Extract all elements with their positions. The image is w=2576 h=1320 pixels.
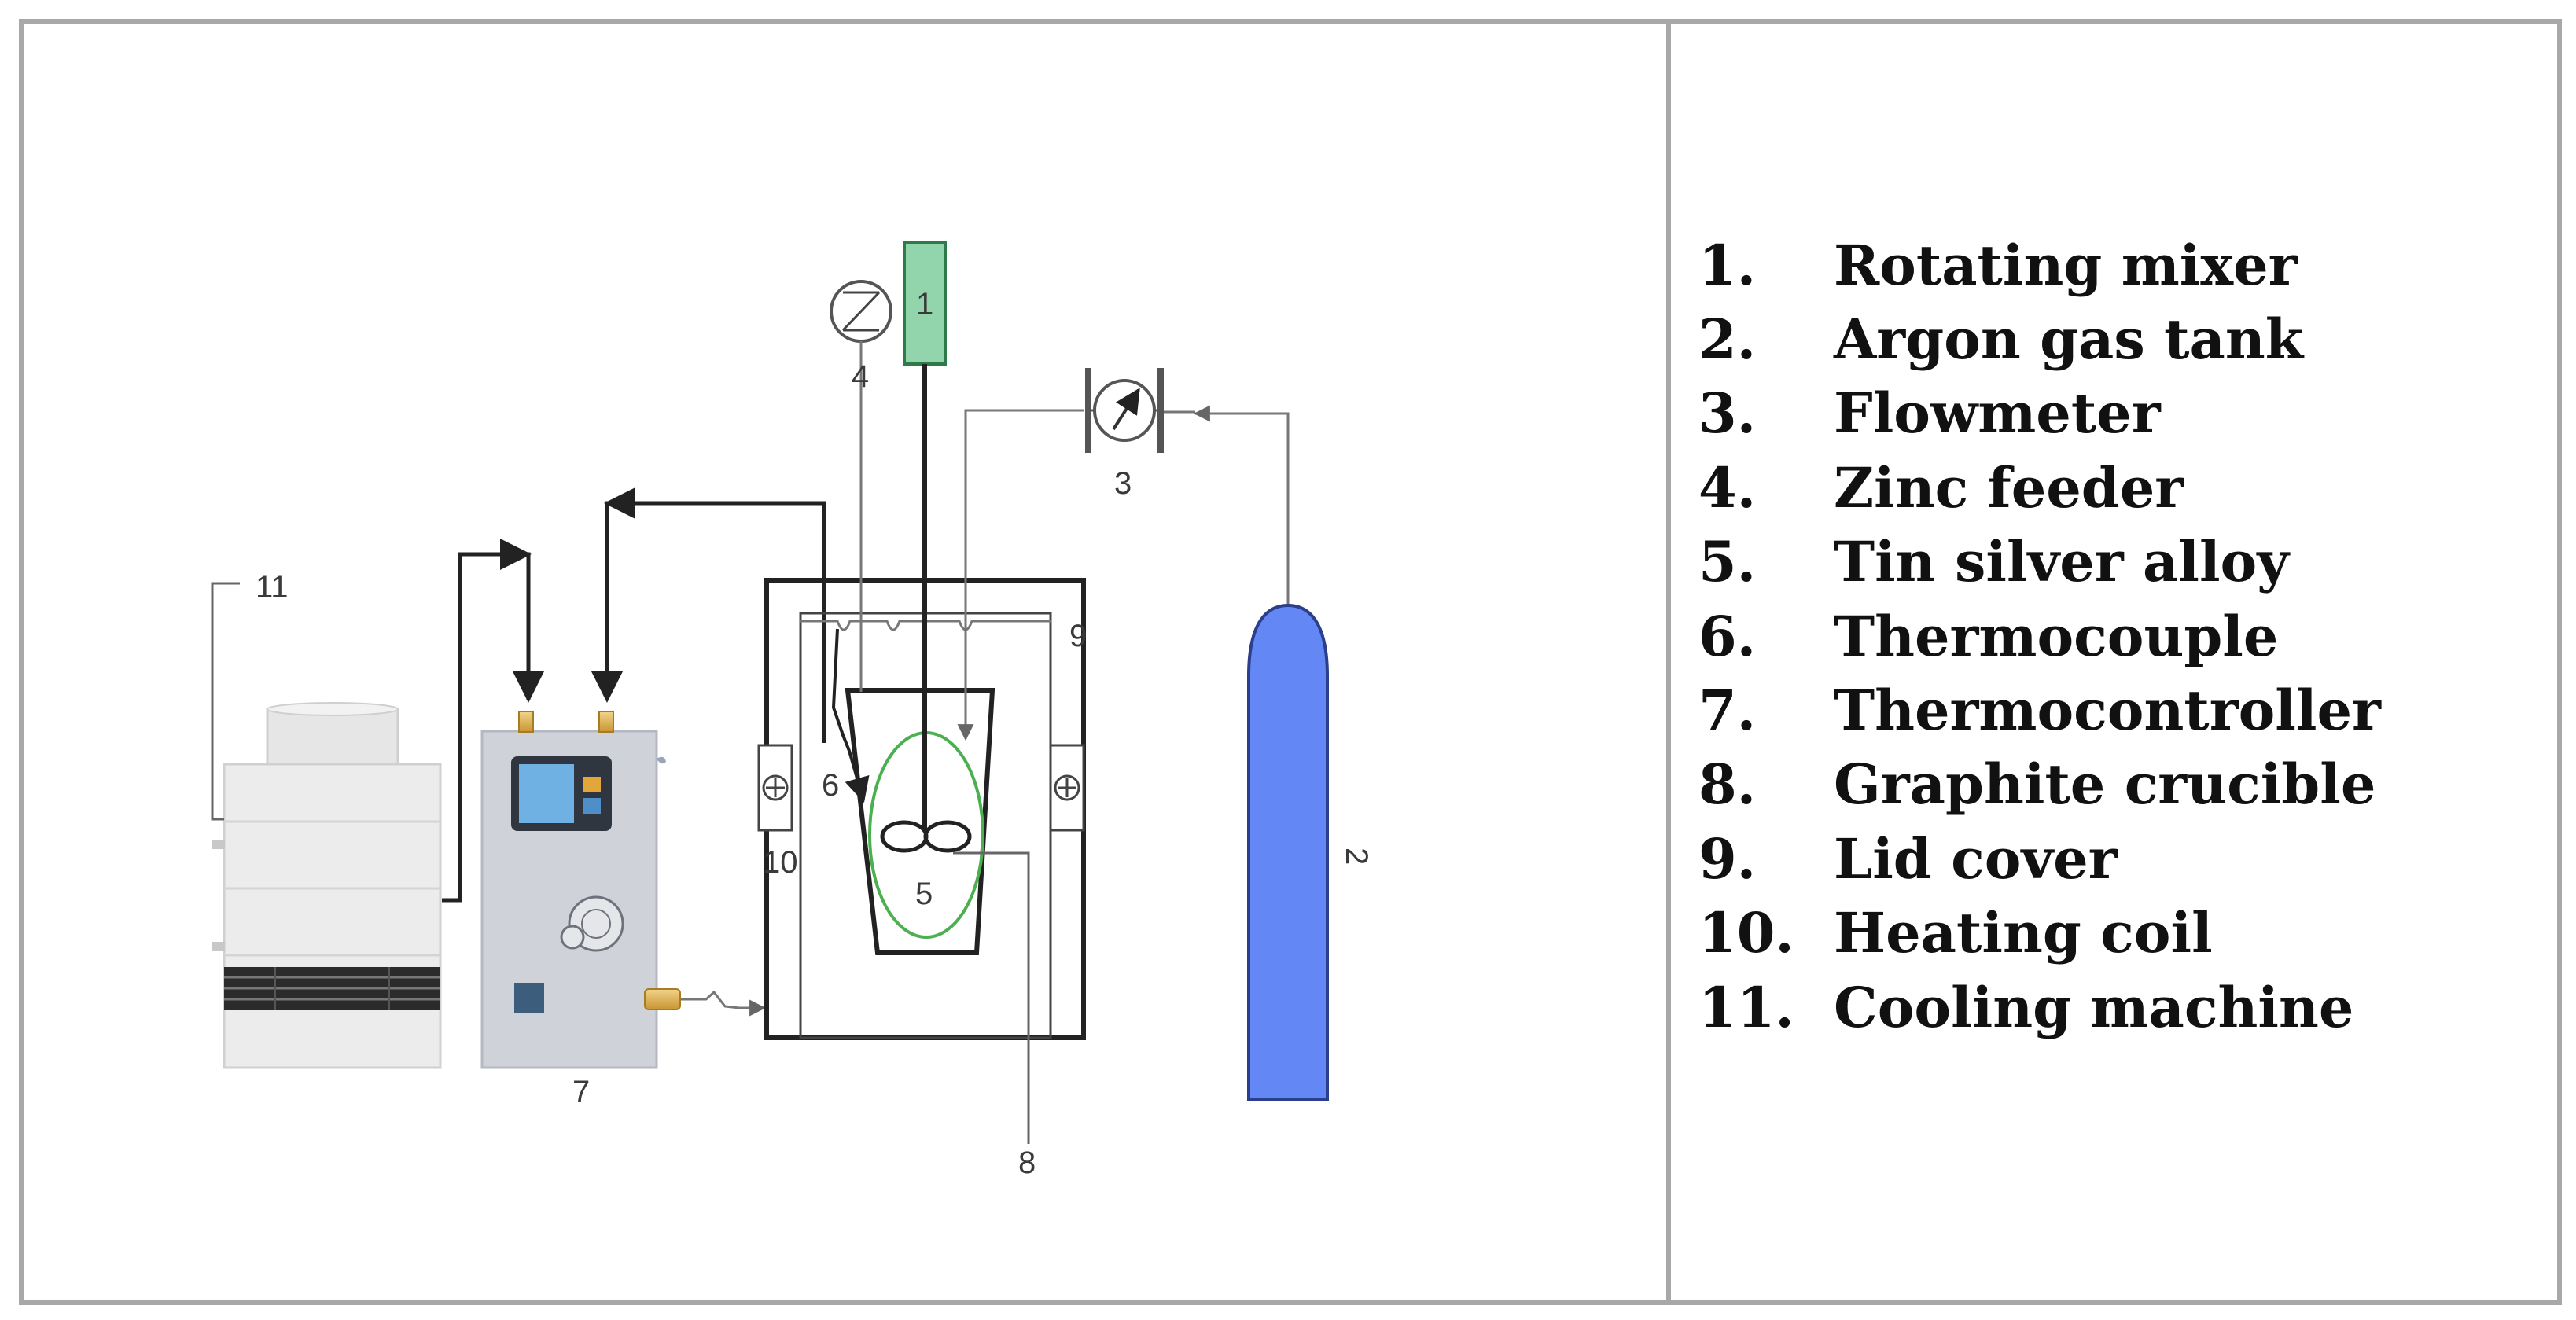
legend-number: 3. bbox=[1698, 381, 1757, 447]
legend-number: 6. bbox=[1698, 603, 1757, 669]
legend-item: 1. Rotating mixer bbox=[1698, 228, 2532, 302]
legend-label: Zinc feeder bbox=[1834, 454, 2184, 520]
label-11: 11 bbox=[256, 570, 289, 605]
legend-item: 8. Graphite crucible bbox=[1698, 748, 2532, 822]
legend-label: Lid cover bbox=[1834, 825, 2118, 892]
legend-label: Heating coil bbox=[1834, 900, 2213, 966]
graphite-crucible bbox=[845, 688, 995, 955]
rotating-mixer bbox=[903, 241, 947, 829]
legend-item: 10. Heating coil bbox=[1698, 896, 2532, 970]
label-10: 10 bbox=[763, 845, 798, 880]
heating-feed-pipe bbox=[681, 990, 767, 1017]
legend-item: 5. Tin silver alloy bbox=[1698, 525, 2532, 599]
legend-label: Cooling machine bbox=[1834, 974, 2354, 1040]
legend-number: 10. bbox=[1698, 900, 1794, 966]
legend-number: 11. bbox=[1698, 974, 1794, 1040]
label-2: 2 bbox=[1339, 848, 1374, 865]
thermocouple bbox=[831, 628, 870, 803]
label-3: 3 bbox=[1114, 466, 1132, 501]
legend-item: 7. Thermocontroller bbox=[1698, 673, 2532, 747]
legend-number: 7. bbox=[1698, 678, 1757, 744]
legend-number: 8. bbox=[1698, 752, 1757, 818]
coolant-pipe-supply bbox=[442, 552, 544, 903]
legend-item: 9. Lid cover bbox=[1698, 822, 2532, 895]
legend-label: Thermocouple bbox=[1834, 603, 2279, 669]
label-leader-8 bbox=[953, 851, 1030, 1144]
legend-label: Graphite crucible bbox=[1834, 752, 2376, 818]
legend-label: Argon gas tank bbox=[1834, 307, 2304, 373]
label-1: 1 bbox=[916, 287, 933, 322]
legend-label: Thermocontroller bbox=[1834, 678, 2381, 744]
flowmeter bbox=[1085, 368, 1164, 453]
label-9: 9 bbox=[1069, 619, 1087, 653]
coolant-pipe-return bbox=[591, 501, 826, 743]
label-6: 6 bbox=[822, 768, 839, 803]
legend-number: 9. bbox=[1698, 825, 1757, 892]
thermocontroller bbox=[480, 711, 681, 1069]
argon-gas-tank bbox=[1247, 603, 1329, 1101]
legend-number: 4. bbox=[1698, 454, 1757, 520]
legend-label: Rotating mixer bbox=[1834, 232, 2298, 298]
table-border bbox=[19, 19, 2562, 1305]
label-5: 5 bbox=[915, 877, 933, 911]
label-8: 8 bbox=[1018, 1145, 1036, 1180]
label-4: 4 bbox=[852, 359, 869, 394]
label-7: 7 bbox=[572, 1075, 590, 1109]
argon-line-from-tank bbox=[1193, 405, 1290, 610]
label-leader-11 bbox=[211, 582, 240, 821]
legend-number: 2. bbox=[1698, 307, 1757, 373]
cooling-machine bbox=[212, 702, 442, 1069]
legend-number: 5. bbox=[1698, 529, 1757, 595]
legend-item: 4. Zinc feeder bbox=[1698, 450, 2532, 524]
legend-item: 2. Argon gas tank bbox=[1698, 302, 2532, 376]
legend-item: 3. Flowmeter bbox=[1698, 377, 2532, 450]
legend-label: Tin silver alloy bbox=[1834, 529, 2289, 595]
legend-item: 11. Cooling machine bbox=[1698, 970, 2532, 1044]
legend-label: Flowmeter bbox=[1834, 381, 2161, 447]
legend-item: 6. Thermocouple bbox=[1698, 599, 2532, 673]
legend-number: 1. bbox=[1698, 232, 1757, 298]
component-legend: 1. Rotating mixer 2. Argon gas tank 3. Flow… bbox=[1698, 228, 2532, 1044]
argon-line-to-crucible bbox=[957, 409, 1084, 741]
zinc-feeder bbox=[830, 280, 892, 692]
